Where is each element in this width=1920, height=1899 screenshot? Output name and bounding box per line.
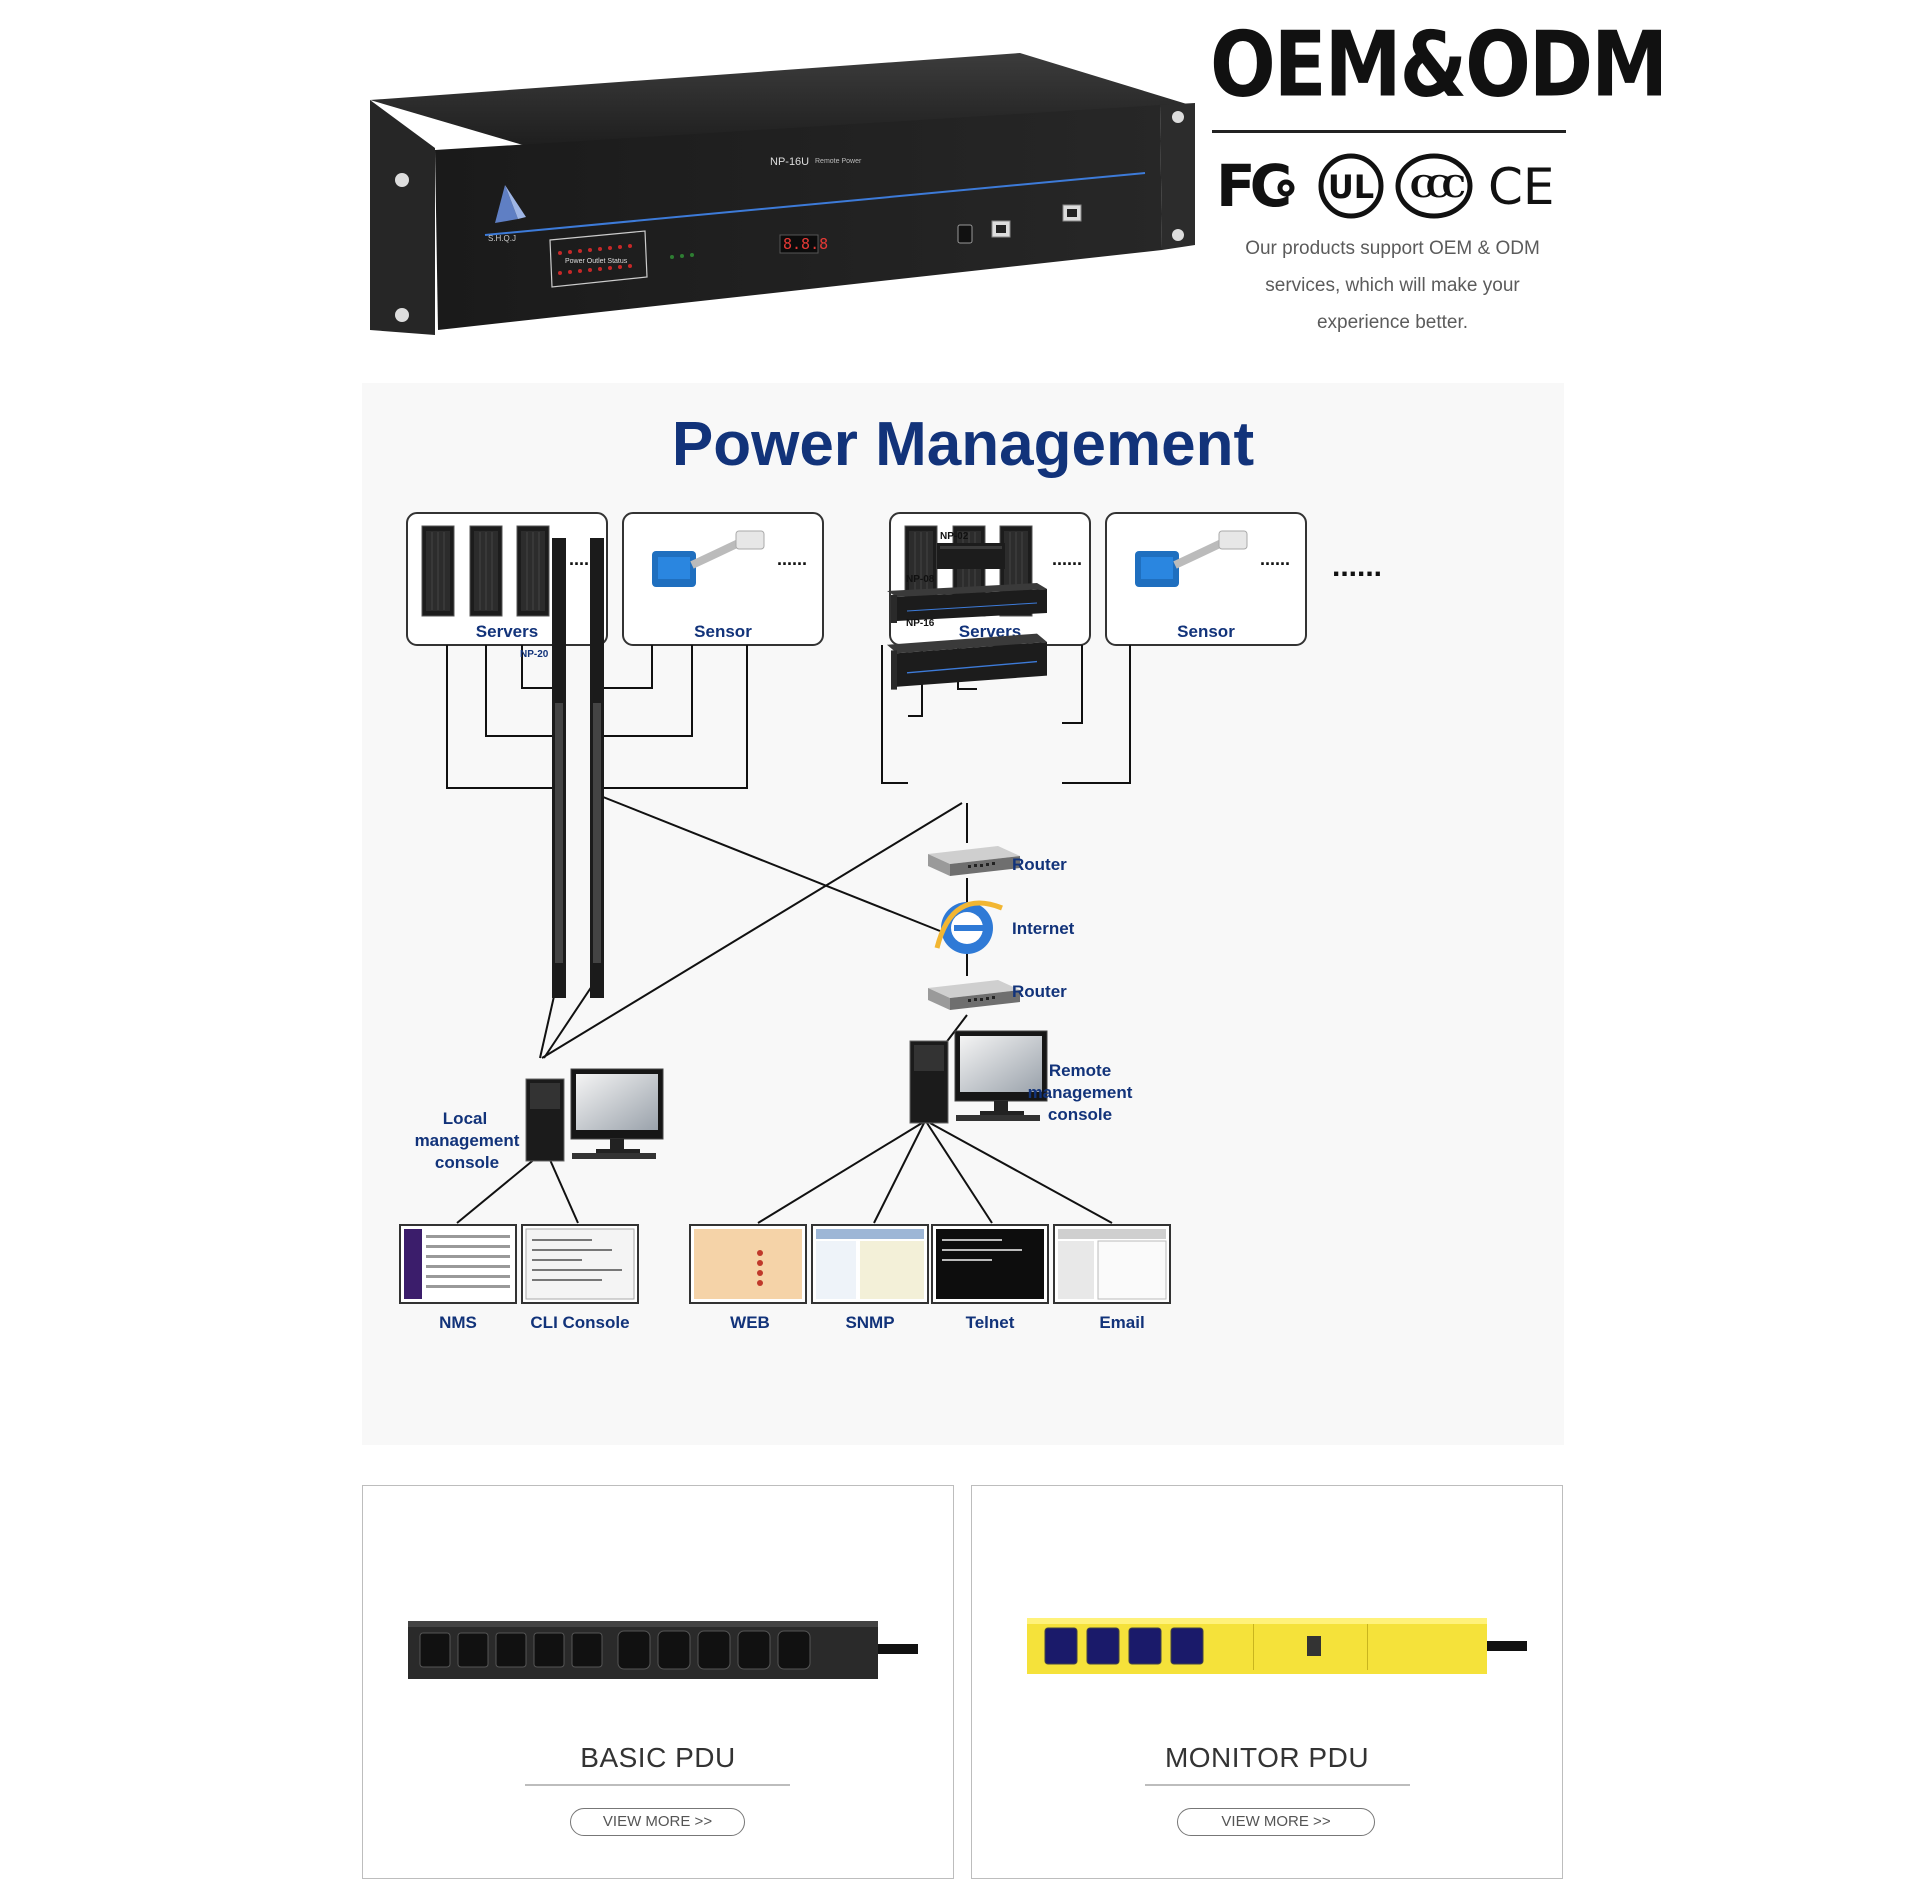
telnet-screen: Telnet (931, 1224, 1049, 1332)
monitor-pdu-image (1027, 1618, 1527, 1674)
sensor-box-left: ...... Sensor (622, 512, 824, 646)
segment-display: 8.8.8 (783, 235, 828, 253)
brand-label: S.H.Q.J (488, 234, 516, 243)
basic-pdu-image (408, 1621, 918, 1679)
sensor-label-right: Sensor (1177, 622, 1235, 641)
oem-description: Our products support OEM & ODM services,… (1245, 238, 1540, 333)
sensor-box-right: ...... Sensor (1105, 512, 1307, 646)
svg-text:CE: CE (1488, 158, 1555, 216)
svg-text:console: console (435, 1153, 499, 1172)
svg-text:CCC: CCC (1410, 170, 1465, 205)
ce-logo: CE (1488, 158, 1555, 216)
local-management-console: Local management console (415, 1068, 664, 1172)
svg-text:management: management (1028, 1083, 1133, 1102)
svg-text:Local: Local (443, 1109, 487, 1128)
svg-text:SNMP: SNMP (845, 1313, 894, 1332)
connection-lines (446, 645, 1131, 1224)
svg-text:NP-08: NP-08 (906, 574, 935, 585)
power-management-diagram: Power Management ...... Servers ...... S… (399, 410, 1382, 1332)
basic-pdu-title: BASIC PDU (580, 1742, 736, 1773)
svg-text:management: management (415, 1131, 520, 1150)
device-subtitle: Remote Power (815, 158, 862, 165)
servers-box-left: ...... Servers (406, 512, 608, 646)
router-bottom: Router (928, 980, 1067, 1010)
svg-text:UL: UL (1328, 168, 1374, 206)
svg-text:Router: Router (1012, 982, 1067, 1001)
svg-text:NP-16: NP-16 (906, 618, 935, 629)
svg-text:CLI Console: CLI Console (530, 1313, 629, 1332)
servers-label-left: Servers (476, 622, 538, 641)
snmp-screen: SNMP (811, 1224, 929, 1332)
more-ellipsis: ...... (1332, 550, 1382, 583)
svg-text:console: console (1048, 1105, 1112, 1124)
np08-unit: NP-08 (886, 574, 1048, 624)
web-screen: WEB (689, 1224, 807, 1332)
svg-text:Router: Router (1012, 855, 1067, 874)
svg-text:......: ...... (1260, 549, 1290, 569)
np02-unit: NP-02 (937, 531, 1005, 569)
svg-text:Telnet: Telnet (966, 1313, 1015, 1332)
basic-pdu-card[interactable]: BASIC PDU VIEW MORE >> (362, 1485, 954, 1879)
outlet-status-label: Power Outlet Status (565, 258, 628, 265)
oem-odm-title: OEM&ODM (1210, 12, 1668, 118)
remote-management-console: Remote management console (909, 1030, 1133, 1124)
svg-text:NMS: NMS (439, 1313, 477, 1332)
svg-text:WEB: WEB (730, 1313, 770, 1332)
internet-label: Internet (1012, 919, 1075, 938)
svg-text:Remote: Remote (1049, 1061, 1111, 1080)
diagram-title: Power Management (672, 410, 1254, 479)
svg-text:......: ...... (1052, 549, 1082, 569)
monitor-pdu-view-more-button[interactable]: VIEW MORE >> (1177, 1808, 1375, 1836)
svg-text:FC: FC (1216, 152, 1289, 220)
fcc-logo: FC (1216, 152, 1295, 220)
basic-pdu-view-more-button[interactable]: VIEW MORE >> (570, 1808, 745, 1836)
device-model: NP-16U (770, 156, 809, 168)
monitor-pdu-card[interactable]: MONITOR PDU VIEW MORE >> (971, 1485, 1563, 1879)
email-screen: Email (1053, 1224, 1171, 1332)
ccc-logo: CCC (1395, 153, 1473, 219)
np16-unit: NP-16 (886, 618, 1048, 691)
nms-screen: NMS (399, 1224, 517, 1332)
certification-logos: FC UL CCC CE (1216, 152, 1555, 220)
internet-icon: Internet (934, 900, 1075, 954)
np20-vertical-pdu: NP-20 (520, 538, 604, 998)
svg-text:NP-02: NP-02 (940, 531, 969, 542)
sensor-label-left: Sensor (694, 622, 752, 641)
oem-title-divider (1212, 130, 1566, 133)
rack-pdu-device-image: S.H.Q.J NP-16U Remote Power Power Outlet… (370, 53, 1195, 335)
svg-text:Email: Email (1099, 1313, 1144, 1332)
cli-console-screen: CLI Console (521, 1224, 639, 1332)
monitor-pdu-title: MONITOR PDU (1164, 1742, 1370, 1773)
monitor-pdu-divider (1145, 1784, 1410, 1786)
ul-logo: UL (1318, 153, 1384, 219)
np20-label: NP-20 (520, 649, 549, 660)
svg-text:......: ...... (777, 549, 807, 569)
basic-pdu-divider (525, 1784, 790, 1786)
router-top: Router (928, 846, 1067, 876)
